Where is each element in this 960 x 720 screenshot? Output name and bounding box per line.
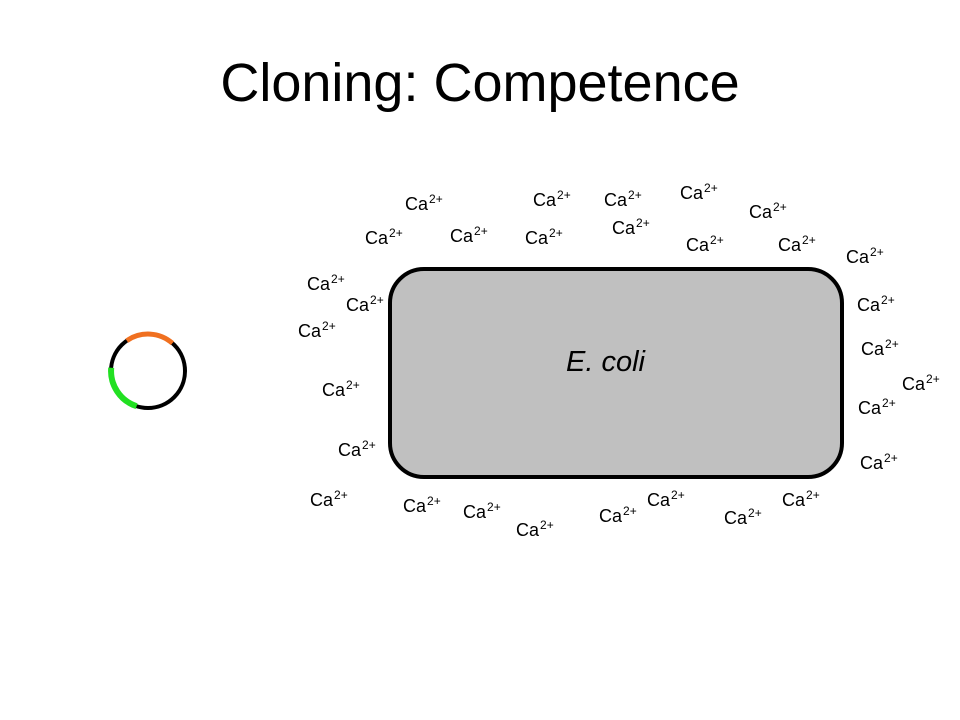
ion-symbol: Ca [322,380,346,400]
ion-symbol: Ca [338,440,362,460]
ion-symbol: Ca [604,190,628,210]
calcium-ion-label: Ca2+ [298,319,336,342]
ion-symbol: Ca [724,508,748,528]
calcium-ion-label: Ca2+ [307,272,345,295]
calcium-ion-label: Ca2+ [310,488,348,511]
ion-symbol: Ca [857,295,881,315]
ion-charge: 2+ [636,216,650,230]
ion-symbol: Ca [298,321,322,341]
calcium-ion-label: Ca2+ [778,233,816,256]
calcium-ion-label: Ca2+ [686,233,724,256]
ion-charge: 2+ [710,233,724,247]
calcium-ion-label: Ca2+ [612,216,650,239]
slide-title: Cloning: Competence [220,53,740,113]
calcium-ion-label: Ca2+ [861,337,899,360]
ion-symbol: Ca [782,490,806,510]
ion-symbol: Ca [463,502,487,522]
calcium-ion-label: Ca2+ [322,378,360,401]
ion-charge: 2+ [346,378,360,392]
calcium-ion-label: Ca2+ [516,518,554,541]
ion-charge: 2+ [881,293,895,307]
ion-symbol: Ca [307,274,331,294]
calcium-ion-label: Ca2+ [647,488,685,511]
ion-symbol: Ca [858,398,882,418]
calcium-ion-label: Ca2+ [599,504,637,527]
calcium-ion-label: Ca2+ [525,226,563,249]
ion-symbol: Ca [686,235,710,255]
ion-charge: 2+ [806,488,820,502]
calcium-ion-label: Ca2+ [724,506,762,529]
calcium-ion-label: Ca2+ [338,438,376,461]
ion-charge: 2+ [926,372,940,386]
ion-charge: 2+ [870,245,884,259]
ion-charge: 2+ [802,233,816,247]
plasmid-insert-orange [125,331,175,346]
ion-charge: 2+ [429,192,443,206]
ion-charge: 2+ [882,396,896,410]
ion-symbol: Ca [525,228,549,248]
ion-symbol: Ca [346,295,370,315]
ion-symbol: Ca [365,228,389,248]
ion-charge: 2+ [331,272,345,286]
calcium-ion-label: Ca2+ [680,181,718,204]
ion-charge: 2+ [427,494,441,508]
ion-charge: 2+ [557,188,571,202]
ion-symbol: Ca [749,202,773,222]
calcium-ion-label: Ca2+ [450,224,488,247]
calcium-ion-label: Ca2+ [782,488,820,511]
ion-symbol: Ca [778,235,802,255]
ion-charge: 2+ [748,506,762,520]
ion-charge: 2+ [370,293,384,307]
calcium-ion-label: Ca2+ [365,226,403,249]
ion-symbol: Ca [612,218,636,238]
ion-symbol: Ca [310,490,334,510]
calcium-ion-label: Ca2+ [604,188,642,211]
calcium-ion-label: Ca2+ [858,396,896,419]
ion-charge: 2+ [623,504,637,518]
calcium-ion-label: Ca2+ [857,293,895,316]
ion-symbol: Ca [860,453,884,473]
ion-charge: 2+ [322,319,336,333]
ion-symbol: Ca [405,194,429,214]
ion-charge: 2+ [362,438,376,452]
ion-charge: 2+ [704,181,718,195]
calcium-ion-label: Ca2+ [860,451,898,474]
plasmid [108,331,187,410]
ion-charge: 2+ [628,188,642,202]
ion-charge: 2+ [671,488,685,502]
calcium-ion-label: Ca2+ [902,372,940,395]
ion-symbol: Ca [403,496,427,516]
ion-symbol: Ca [516,520,540,540]
ion-charge: 2+ [884,451,898,465]
ion-charge: 2+ [540,518,554,532]
ion-symbol: Ca [902,374,926,394]
ion-symbol: Ca [450,226,474,246]
ion-charge: 2+ [474,224,488,238]
ion-charge: 2+ [549,226,563,240]
ion-symbol: Ca [599,506,623,526]
ion-charge: 2+ [773,200,787,214]
ion-symbol: Ca [533,190,557,210]
calcium-ion-label: Ca2+ [749,200,787,223]
ion-symbol: Ca [647,490,671,510]
ion-charge: 2+ [885,337,899,351]
calcium-ion-label: Ca2+ [405,192,443,215]
calcium-ion-label: Ca2+ [463,500,501,523]
calcium-ion-label: Ca2+ [346,293,384,316]
calcium-ion-label: Ca2+ [533,188,571,211]
ion-symbol: Ca [680,183,704,203]
ion-charge: 2+ [334,488,348,502]
ion-charge: 2+ [389,226,403,240]
ion-symbol: Ca [846,247,870,267]
ion-charge: 2+ [487,500,501,514]
calcium-ion-label: Ca2+ [846,245,884,268]
ion-symbol: Ca [861,339,885,359]
ecoli-cell [388,267,844,479]
ecoli-label: E. coli [566,346,645,378]
calcium-ion-label: Ca2+ [403,494,441,517]
plasmid-insert-green [108,367,138,410]
